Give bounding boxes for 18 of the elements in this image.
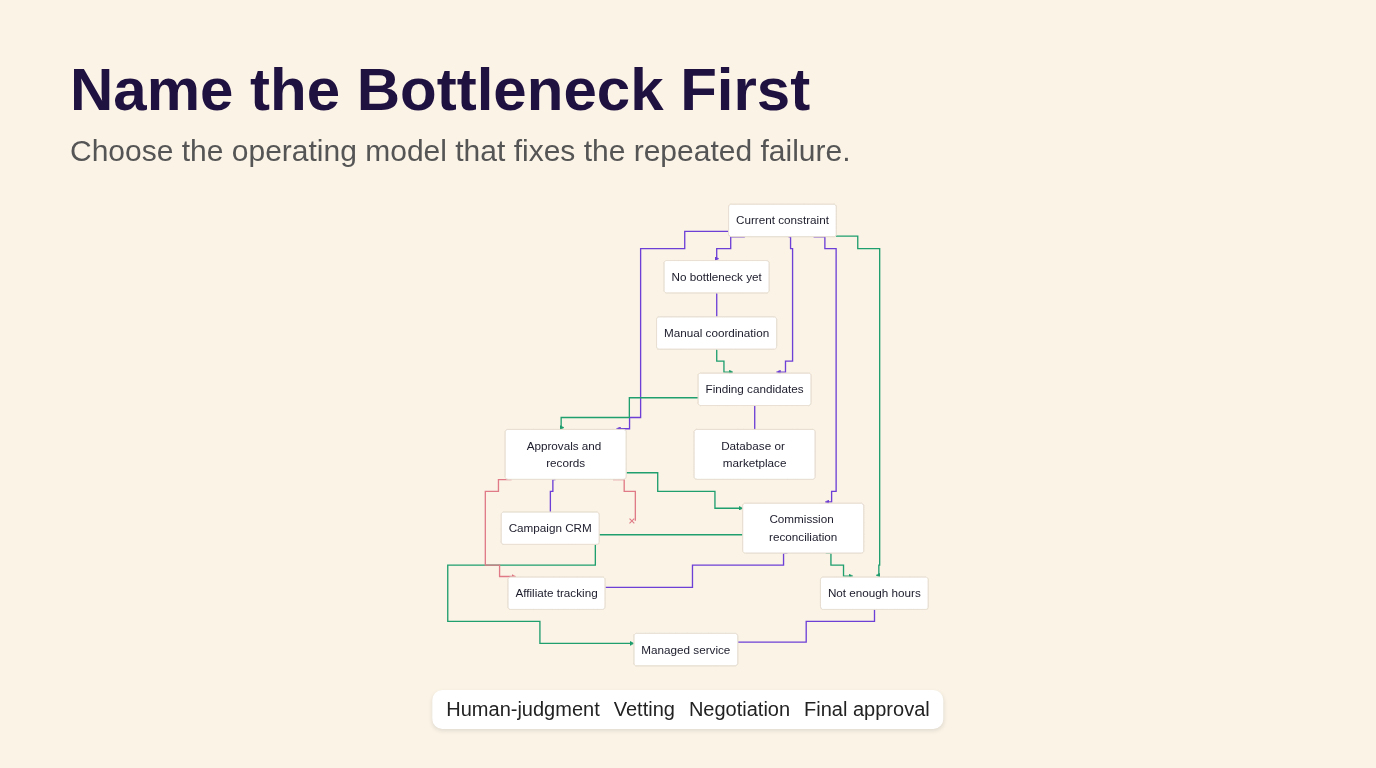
arrow <box>559 397 700 430</box>
arrow <box>776 236 794 375</box>
tag-label: Final approval <box>804 698 930 721</box>
arrow <box>616 230 730 432</box>
arrow <box>447 534 744 646</box>
arrow <box>835 235 881 578</box>
title: Name the Bottleneck First <box>70 55 812 124</box>
subtitle: Choose the operating model that fixes the repeated failure. <box>70 134 851 168</box>
connector <box>737 609 876 643</box>
arrow <box>625 472 744 511</box>
connector <box>716 292 718 318</box>
arrow <box>716 348 734 375</box>
tag-label: Human-judgment <box>446 698 600 721</box>
connector <box>549 478 557 513</box>
tag-label: Negotiation <box>688 698 791 721</box>
connector <box>754 405 756 431</box>
arrow <box>484 478 517 579</box>
tag-label: Vetting <box>613 698 675 721</box>
